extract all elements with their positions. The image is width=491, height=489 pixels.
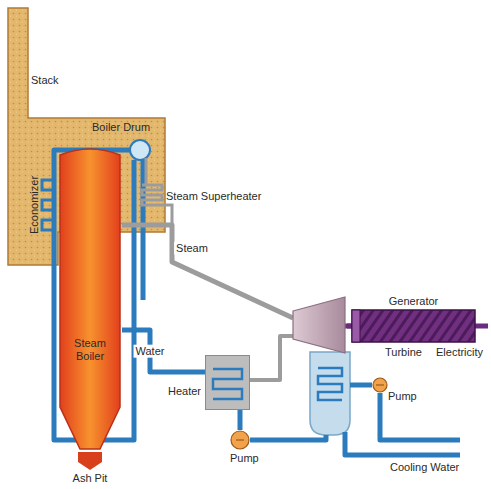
steam-pipe (122, 225, 293, 318)
feed-pipe (238, 410, 243, 430)
superheater-label: Steam Superheater (166, 190, 261, 203)
economizer-label: Economizer (28, 176, 41, 234)
condenser-coil (318, 368, 342, 400)
node-label: Generator (352, 295, 475, 308)
cooling-pump: Pump (372, 377, 388, 393)
furnace-shape (58, 145, 122, 451)
pipe-label: Water (134, 345, 167, 358)
ash-pit (78, 452, 102, 470)
feed-pump: Pump (230, 430, 250, 450)
furnace-boiler: Steam Boiler (58, 145, 122, 451)
extraction-pipe (250, 336, 293, 380)
boiler-drum (130, 140, 150, 160)
pump-shape (372, 377, 388, 393)
node-label: Heater (168, 385, 201, 398)
electricity-label: Electricity (436, 346, 483, 359)
feedwater-heater: Heater (205, 355, 250, 410)
economizer-coil (42, 180, 54, 230)
stack-label: Stack (31, 74, 59, 87)
water-pipe (122, 330, 205, 372)
cooling-water-label: Cooling Water (390, 461, 459, 474)
steam-turbine: Turbine (293, 297, 347, 355)
node-label: Turbine (385, 346, 422, 359)
condenser (310, 352, 350, 435)
generator-box: Generator (352, 310, 475, 342)
pump-shape (230, 430, 250, 450)
ash-pit-label: Ash Pit (73, 472, 108, 485)
node-label: Steam Boiler (63, 337, 117, 362)
heater-shape (205, 355, 250, 410)
water-pipes (250, 385, 460, 455)
node-label: Pump (230, 452, 250, 465)
gen-shape (352, 310, 475, 342)
node-label: Pump (388, 390, 417, 403)
turbine-shape (293, 297, 347, 355)
pipe-label: Steam (174, 242, 210, 255)
drum-label: Boiler Drum (92, 121, 150, 134)
